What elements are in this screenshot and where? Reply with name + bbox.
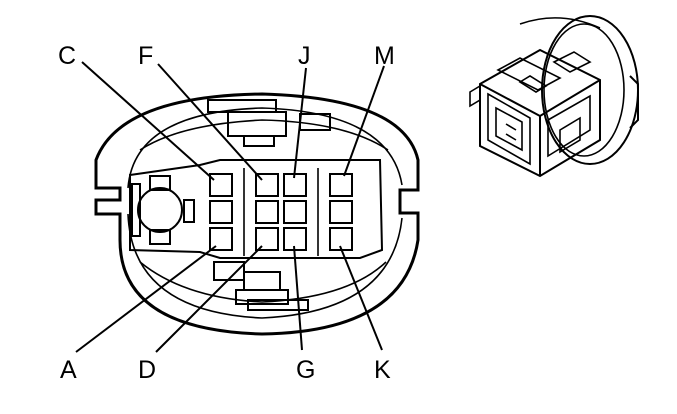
leader-C [81, 61, 215, 181]
inner-cavity-outline [129, 159, 384, 259]
connector-face-view: C F J M A D G K [58, 42, 420, 384]
face-slot-1 [505, 123, 517, 131]
terminal-M [329, 173, 353, 197]
label-A: A [60, 356, 77, 384]
terminal-grid [209, 168, 353, 256]
terminal-E [255, 200, 279, 224]
label-D: D [138, 356, 156, 384]
label-J: J [298, 42, 311, 70]
label-C: C [58, 42, 76, 70]
flange-inner [543, 23, 625, 157]
terminal-H [283, 200, 307, 224]
leader-M [343, 65, 385, 177]
body-side-panel [547, 94, 591, 158]
body-box [479, 48, 601, 178]
leader-lines [75, 61, 385, 353]
label-M: M [374, 42, 395, 70]
leader-F [157, 63, 263, 181]
label-K: K [374, 356, 391, 384]
body-top-edges [479, 79, 601, 118]
label-G: G [296, 356, 315, 384]
bottom-latch-tip [247, 299, 309, 311]
top-latch-body [227, 111, 287, 137]
top-latch-tip [243, 135, 275, 147]
terminal-F [255, 173, 279, 197]
top-latch [207, 99, 277, 113]
top-latch-iso [496, 57, 562, 91]
housing-outer-outline [94, 92, 420, 336]
side-rib-iso [559, 116, 581, 154]
leader-D [155, 245, 263, 353]
face-slot-2 [505, 133, 517, 141]
label-F: F [138, 42, 153, 70]
terminal-A [209, 227, 233, 251]
body-face-inner [495, 106, 523, 152]
leader-A [75, 245, 217, 353]
top-latch-hook-iso [518, 75, 548, 93]
left-nub-iso [469, 84, 481, 108]
terminal-L [329, 200, 353, 224]
leader-K [339, 245, 383, 351]
terminal-C [209, 173, 233, 197]
bottom-latch-body [243, 271, 281, 291]
flange-tab [629, 75, 639, 129]
bottom-key [213, 261, 245, 281]
leader-G [293, 245, 303, 351]
left-round-key [131, 175, 195, 245]
top-rib-iso [552, 51, 592, 73]
pin-labels: C F J M A D G K [58, 42, 395, 384]
terminal-B [209, 200, 233, 224]
leader-J [293, 67, 307, 179]
connector-isometric-view [469, 15, 639, 178]
body-face-panel [487, 92, 531, 166]
flange-top-edge [519, 17, 601, 29]
terminal-D [255, 227, 279, 251]
